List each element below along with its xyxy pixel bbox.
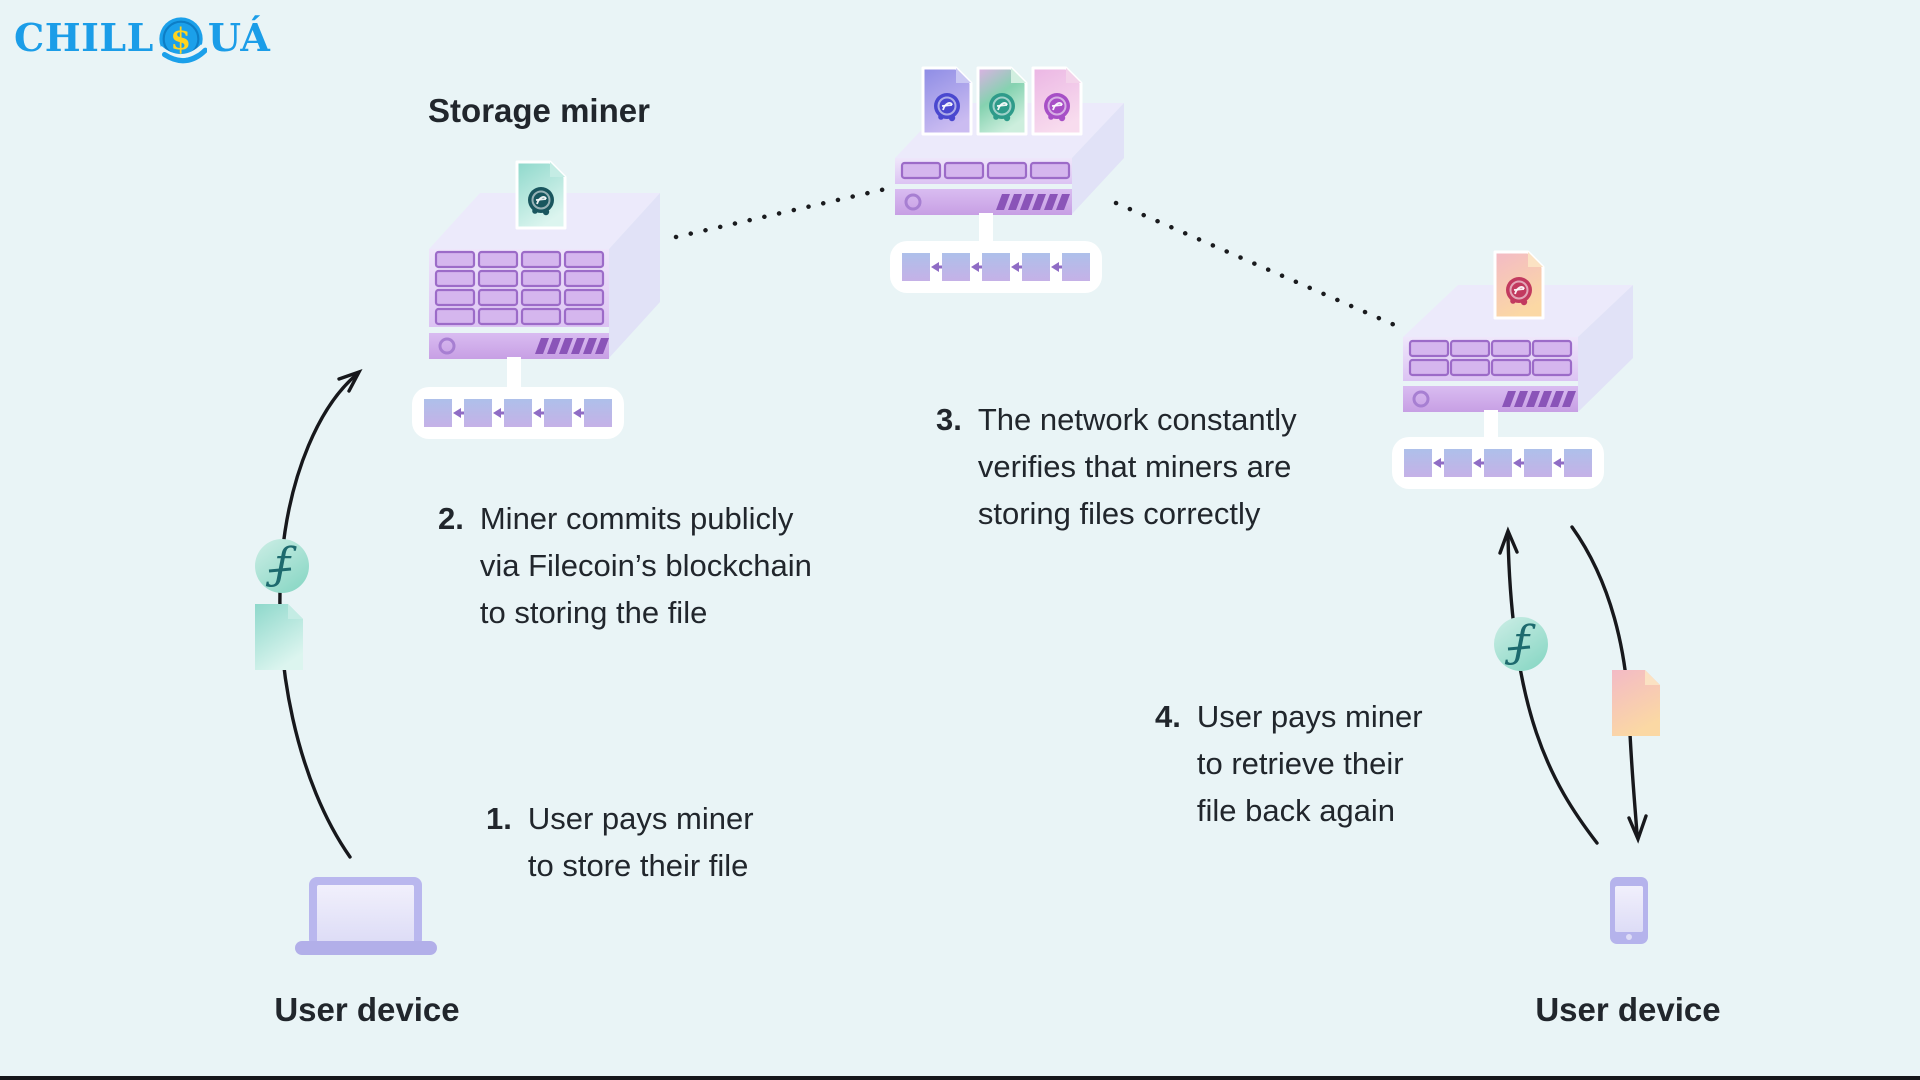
- site-logo: CHILL $ UÁ: [14, 8, 270, 66]
- user-device-label-left: User device: [274, 991, 460, 1028]
- step-line: storing files correctly: [977, 496, 1261, 531]
- filecoin-token-icon-right: ƒ: [1494, 617, 1548, 671]
- step-line: to storing the file: [479, 595, 708, 630]
- bottom-border: [0, 1076, 1920, 1080]
- sealed-file-icon-pink: [1031, 66, 1083, 136]
- step-2-number: 2.: [438, 501, 464, 536]
- blockchain-icon-left: [410, 385, 626, 441]
- sealed-file-icon-green: [976, 66, 1028, 136]
- step-line: User pays miner: [1196, 699, 1423, 734]
- step-line: to retrieve their: [1196, 746, 1404, 781]
- step-line: Miner commits publicly: [479, 501, 794, 536]
- step-line: User pays miner: [527, 801, 754, 836]
- step-4-lines: User pays miner to retrieve their file b…: [1197, 693, 1423, 834]
- smartphone-icon: [1610, 877, 1648, 944]
- blockchain-icon-right: [1390, 435, 1606, 491]
- storage-miner-label: Storage miner: [428, 92, 650, 129]
- arrow-user-to-retrieval-miner: [1498, 526, 1599, 845]
- step-3-lines: The network constantly verifies that min…: [978, 396, 1297, 537]
- sealed-file-icon-teal: [515, 160, 567, 230]
- logo-text-right: UÁ: [207, 14, 271, 60]
- step-1-number: 1.: [486, 801, 512, 836]
- step-3-text: 3. The network constantly verifies that …: [936, 396, 1297, 537]
- step-2-lines: Miner commits publicly via Filecoin’s bl…: [480, 495, 812, 636]
- step-1-lines: User pays miner to store their file: [528, 795, 754, 889]
- step-line: verifies that miners are: [977, 449, 1292, 484]
- logo-text-left: CHILL: [14, 14, 154, 60]
- step-line: file back again: [1196, 793, 1396, 828]
- step-4-number: 4.: [1155, 699, 1181, 734]
- network-dotted-link-left: [673, 185, 893, 240]
- step-3-number: 3.: [936, 402, 962, 437]
- sealed-file-icon-orange: [1493, 250, 1545, 320]
- file-icon-orange-plain: [1612, 670, 1660, 736]
- file-icon-teal-plain: [255, 604, 303, 670]
- step-4-text: 4. User pays miner to retrieve their fil…: [1155, 693, 1423, 834]
- laptop-icon: [295, 877, 437, 955]
- blockchain-icon-middle: [888, 239, 1104, 295]
- step-line: The network constantly: [977, 402, 1297, 437]
- step-line: via Filecoin’s blockchain: [479, 548, 812, 583]
- sealed-file-icon-violet: [921, 66, 973, 136]
- dollar-symbol: $: [170, 21, 191, 56]
- step-2-text: 2. Miner commits publicly via Filecoin’s…: [438, 495, 812, 636]
- step-line: to store their file: [527, 848, 749, 883]
- user-device-label-right: User device: [1535, 991, 1721, 1028]
- step-1-text: 1. User pays miner to store their file: [486, 795, 754, 889]
- dollar-coin-icon: $: [158, 17, 207, 64]
- network-dotted-link-right: [1113, 200, 1409, 333]
- filecoin-token-icon-left: ƒ: [255, 539, 309, 593]
